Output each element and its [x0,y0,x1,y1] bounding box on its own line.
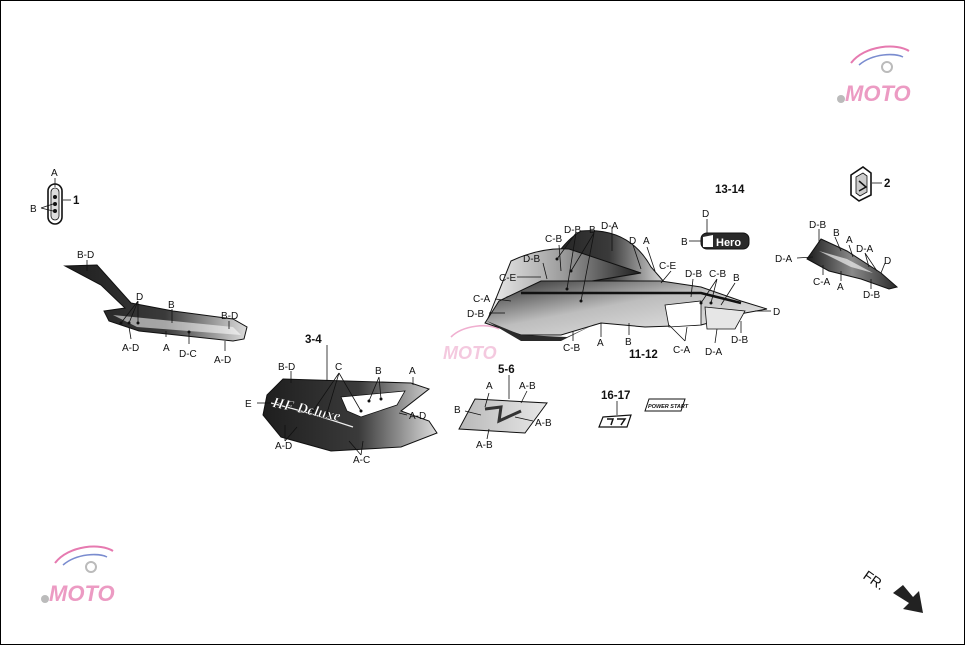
watermark-text: MOTO [845,81,911,106]
label-1112-CB-right: C-B [709,269,727,280]
label-left-AD: A-D [122,343,139,354]
front-direction-indicator: FR. [860,567,923,613]
part-number-1: 1 [73,195,80,207]
label-1112-DB-front: D-B [467,309,485,320]
part-number-2: 2 [884,178,890,190]
label-1-B: B [30,204,37,215]
watermark-text: MOTO [49,581,115,606]
watermark-logo-bottom-left: MOTO [41,545,115,606]
part-11-12-tank-decal: D-B B D-A C-B D A D-B C-E C-E C-A D-B C-… [467,221,780,361]
label-right-DB-bottom: D-B [863,290,881,301]
watermark-text: MOTO [443,343,497,363]
label-1-A: A [51,168,58,179]
watermark-logo-mid: MOTO [443,324,500,363]
label-right-DB-top: D-B [809,220,827,231]
power-start-text: POWER START [648,404,689,410]
label-1112-CA-left: C-A [473,294,491,305]
direction-label: FR. [860,567,888,593]
label-34-AD-left: A-D [275,441,292,452]
part-3-4-side-cover: HF Deluxe 3-4 B-D C B A E A-D A-D A-C [245,334,438,466]
label-1112-CE-left: C-E [499,273,517,284]
watermark-logo-top-right: MOTO [837,45,911,106]
arrow-down-right-icon [893,585,923,613]
label-1314-B: B [681,237,688,248]
label-left-D: D [136,292,143,303]
hero-logo-text: Hero [716,237,741,249]
label-56-AB-right: A-B [535,418,552,429]
label-1112-A-top: A [643,236,650,247]
label-56-B: B [454,405,461,416]
part-number-16-17: 16-17 [601,390,630,402]
label-right-A-bottom: A [837,282,844,293]
label-left-BD-top: B-D [77,250,94,261]
label-1112-CB-top: C-B [545,234,563,245]
label-1112-D-right: D [773,307,780,318]
label-34-AD-right: A-D [409,411,426,422]
label-1112-DB-bottom: D-B [731,335,749,346]
label-34-C: C [335,362,342,373]
label-right-B: B [833,228,840,239]
part-number-3-4: 3-4 [305,334,322,346]
label-1112-DA-bottom: D-A [705,347,723,358]
label-left-AD-right: A-D [214,355,231,366]
part-number-5-6: 5-6 [498,364,515,376]
label-1112-CB-bottom: C-B [563,343,581,354]
label-1112-DB-right: D-B [685,269,703,280]
label-1314-D: D [702,209,709,220]
label-56-AB-top: A-B [519,381,536,392]
label-1112-DA-top: D-A [601,221,619,232]
label-34-BD: B-D [278,362,295,373]
label-1112-D-top: D [629,236,636,247]
label-34-AC: A-C [353,455,370,466]
label-1112-DB-top: D-B [564,225,582,236]
label-34-B: B [375,366,382,377]
part-number-13-14: 13-14 [715,184,745,196]
label-right-CA: C-A [813,277,831,288]
label-34-E: E [245,399,252,410]
label-56-A: A [486,381,493,392]
label-1112-A-bottom: A [597,338,604,349]
part-5-6-panel-decal: 5-6 A A-B B A-B A-B [454,364,552,451]
part-number-11-12: 11-12 [629,349,658,361]
label-34-A: A [409,366,416,377]
label-right-D: D [884,256,891,267]
power-start-badge: POWER START [644,398,689,412]
label-left-BD-right: B-D [221,311,238,322]
label-1112-B-top: B [589,225,596,236]
part-1-emblem: A B 1 [30,168,80,225]
part-16-17-small-emblem: 16-17 [598,390,632,428]
label-1112-CE-right: C-E [659,261,677,272]
part-13-14-hero-logo: Hero 13-14 D B [681,184,750,250]
label-right-A-top: A [846,235,853,246]
label-1112-B-right: B [733,273,740,284]
part-right-rear-decal: D-B B A D-A D-A D C-A A D-B [775,220,899,301]
label-56-AB-bottom: A-B [476,440,493,451]
label-1112-B-bottom: B [625,337,632,348]
label-right-DA-left: D-A [775,254,793,265]
label-1112-DB-left: D-B [523,254,541,265]
label-left-DC: D-C [179,349,197,360]
part-left-side-decal: B-D D B B-D A-D A D-C A-D [63,250,248,366]
label-left-B: B [168,300,175,311]
label-1112-CA-bottom: C-A [673,345,691,356]
label-left-A: A [163,343,170,354]
label-right-DA-right: D-A [856,244,874,255]
part-2-badge: 2 [850,166,890,202]
